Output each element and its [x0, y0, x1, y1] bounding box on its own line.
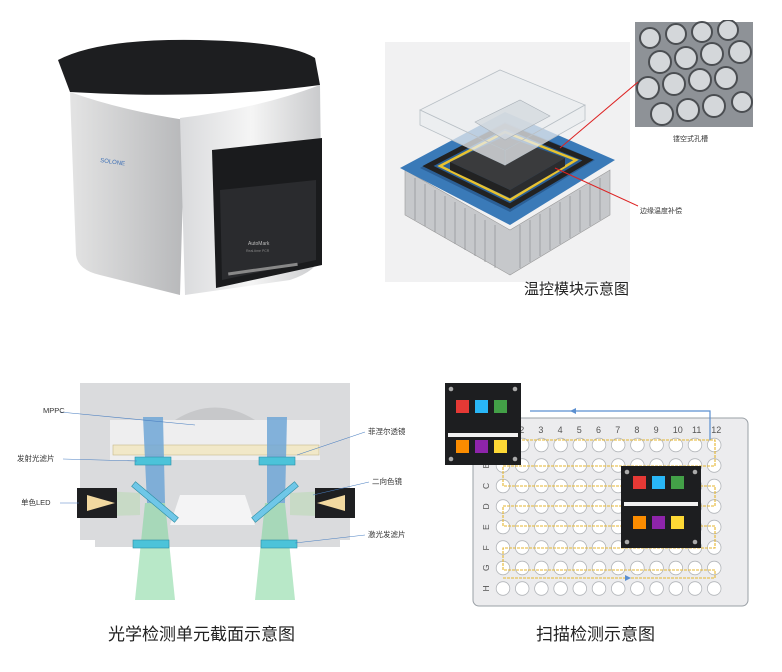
- plate-well: [495, 519, 511, 535]
- plate-well: [591, 581, 607, 596]
- plate-well: [630, 560, 645, 576]
- plate-well: [610, 437, 626, 453]
- instrument-illustration: SOLONE AutoMark Real-time PCR: [40, 30, 360, 300]
- plate-well: [630, 581, 645, 596]
- plate-well: [668, 437, 684, 453]
- row-label: H: [481, 585, 491, 591]
- plate-well: [668, 581, 684, 596]
- plate-well: [649, 437, 664, 453]
- door-subtext: Real-time PCR: [246, 249, 270, 253]
- plate-well: [572, 437, 588, 453]
- exc-filter-label: 激光发滤片: [368, 529, 405, 539]
- plate-well: [591, 519, 607, 535]
- row-label: C: [481, 483, 491, 489]
- plate-well: [553, 519, 568, 535]
- led-square: [633, 516, 646, 529]
- plate-well: [553, 581, 568, 596]
- column-label: 5: [577, 425, 582, 435]
- led-square: [456, 400, 469, 413]
- column-label: 12: [711, 425, 721, 435]
- led-square: [633, 476, 646, 489]
- plate-well: [495, 581, 511, 596]
- plate-well: [553, 560, 568, 576]
- row-label: F: [481, 545, 491, 550]
- optical-unit-caption: 光学检测单元截面示意图: [108, 625, 295, 644]
- row-label: E: [481, 524, 491, 530]
- plate-well: [553, 437, 568, 453]
- row-label: D: [481, 503, 491, 509]
- plate-well: [534, 437, 549, 453]
- led-square: [652, 476, 665, 489]
- plate-well: [707, 437, 722, 453]
- led-label: 单色LED: [21, 497, 51, 507]
- scan-caption: 扫描检测示意图: [536, 625, 655, 644]
- honeycomb-label: 镂空式孔槽: [673, 134, 708, 143]
- led-square: [494, 400, 507, 413]
- plate-well: [707, 519, 722, 535]
- fresnel-label: 菲涅尔透镜: [368, 426, 405, 436]
- plate-well: [534, 519, 549, 535]
- led-square: [652, 516, 665, 529]
- plate-well: [630, 437, 645, 453]
- plate-well: [668, 560, 684, 576]
- plate-well: [514, 519, 530, 535]
- plate-well: [591, 560, 607, 576]
- emit-filter-label: 发射光滤片: [17, 453, 55, 463]
- row-label: B: [481, 463, 491, 469]
- plate-well: [572, 519, 588, 535]
- brand-logo: SOLONE: [100, 158, 126, 167]
- door-brand: AutoMark: [248, 241, 270, 247]
- plate-well: [610, 560, 626, 576]
- plate-well: [534, 581, 549, 596]
- column-label: 6: [596, 425, 601, 435]
- edge-comp-label: 边缘温度补偿: [640, 206, 682, 215]
- plate-well: [687, 581, 703, 596]
- column-label: 8: [634, 425, 639, 435]
- plate-well: [649, 581, 664, 596]
- plate-well: [572, 581, 588, 596]
- row-label: G: [481, 564, 491, 571]
- dichroic-label: 二向色镜: [372, 476, 402, 486]
- column-label: 10: [673, 425, 683, 435]
- led-square: [671, 476, 684, 489]
- thermal-module-caption: 温控模块示意图: [524, 281, 630, 298]
- column-label: 3: [538, 425, 543, 435]
- column-label: 4: [558, 425, 563, 435]
- optical-unit-diagram: MPPC 发射光滤片 单色LED 菲涅尔透镜 二向色镜 激光发滤片: [15, 375, 406, 600]
- plate-well: [514, 581, 530, 596]
- plate-well: [514, 560, 530, 576]
- column-label: 7: [615, 425, 620, 435]
- led-square: [475, 440, 488, 453]
- led-square: [671, 516, 684, 529]
- mppc-label: MPPC: [43, 406, 65, 415]
- thermal-module-illustration: 镂空式孔槽 边缘温度补偿: [380, 19, 782, 285]
- plate-well: [649, 560, 664, 576]
- plate-well: [707, 581, 722, 596]
- column-label: 9: [654, 425, 659, 435]
- plate-well: [687, 437, 703, 453]
- column-label: 11: [692, 425, 701, 435]
- plate-well: [687, 560, 703, 576]
- led-square: [494, 440, 507, 453]
- plate-well: [610, 581, 626, 596]
- column-label: 2: [519, 425, 524, 435]
- plate-well: [572, 560, 588, 576]
- scan-diagram: 123456789101112 ABCDEFGH: [440, 378, 775, 608]
- led-square: [456, 440, 469, 453]
- plate-well: [707, 560, 722, 576]
- plate-well: [534, 560, 549, 576]
- plate-well: [591, 437, 607, 453]
- led-square: [475, 400, 488, 413]
